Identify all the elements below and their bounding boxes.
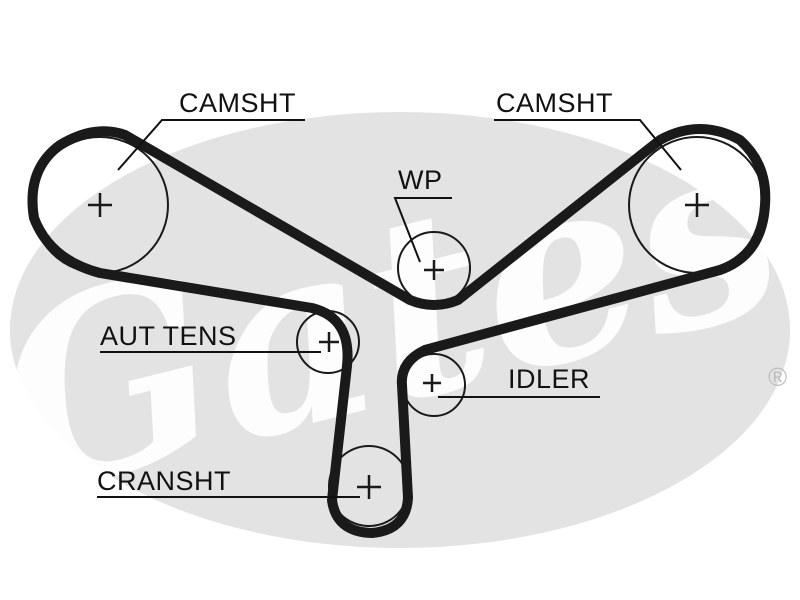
water-pump-leader bbox=[393, 197, 452, 263]
water-pump-label: WP bbox=[398, 165, 443, 195]
idler-label: IDLER bbox=[508, 364, 590, 394]
plus-icon bbox=[424, 260, 444, 280]
auto-tensioner-label: AUT TENS bbox=[100, 321, 237, 351]
pulley-centers bbox=[88, 193, 709, 499]
watermark-ellipse bbox=[10, 112, 790, 548]
timing-belt bbox=[27, 124, 771, 538]
component-labels: CAMSHT CAMSHT WP AUT TENS IDLER CRANSHT bbox=[97, 88, 613, 496]
camshaft-left-label: CAMSHT bbox=[179, 88, 296, 118]
plus-icon bbox=[423, 374, 441, 392]
gates-watermark: Gates ® bbox=[0, 75, 800, 552]
camshaft-right-leader bbox=[494, 119, 682, 171]
plus-icon bbox=[88, 193, 112, 217]
camshaft-left-leader bbox=[117, 119, 305, 171]
watermark-registered-mark: ® bbox=[768, 362, 787, 392]
leader-lines bbox=[97, 119, 682, 498]
plus-icon bbox=[685, 193, 709, 217]
plus-icon bbox=[357, 475, 381, 499]
plus-icon bbox=[319, 332, 339, 352]
crankshaft-label: CRANSHT bbox=[97, 466, 231, 496]
camshaft-right-label: CAMSHT bbox=[496, 88, 613, 118]
